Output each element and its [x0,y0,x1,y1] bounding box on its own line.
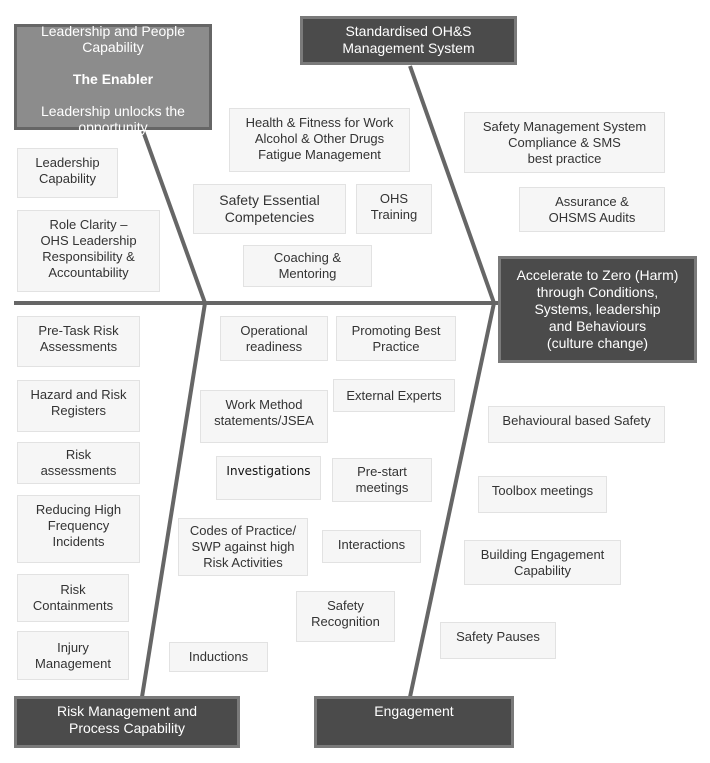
item-health: Health & Fitness for Work Alcohol & Othe… [229,108,410,172]
item-operational: Operational readiness [220,316,328,361]
item-promoting: Promoting Best Practice [336,316,456,361]
leadership-head-title: Leadership and People Capability [40,22,185,55]
item-pre-task: Pre-Task Risk Assessments [17,316,140,367]
item-toolbox: Toolbox meetings [478,476,607,513]
item-behavioural: Behavioural based Safety [488,406,665,443]
leadership-head-subtitle: Leadership unlocks the opportunity [40,102,185,135]
item-reducing: Reducing High Frequency Incidents [17,495,140,563]
item-injury: Injury Management [17,631,129,680]
item-safety-recognition: Safety Recognition [296,591,395,642]
item-external: External Experts [333,379,455,412]
item-interactions: Interactions [322,530,421,563]
item-risk-containments: Risk Containments [17,574,129,622]
item-safety-pauses: Safety Pauses [440,622,556,659]
item-work-method: Work Method statements/JSEA [200,390,328,443]
item-pre-start: Pre-start meetings [332,458,432,502]
item-inductions: Inductions [169,642,268,672]
item-assurance: Assurance & OHSMS Audits [519,187,665,232]
leadership-head-box: Leadership and People Capability The Ena… [14,22,212,135]
leadership-head-enabler: The Enabler [72,70,154,87]
item-building: Building Engagement Capability [464,540,621,585]
item-investigations: Investigations [216,456,321,500]
item-codes: Codes of Practice/ SWP against high Risk… [178,518,308,576]
item-sms: Safety Management System Compliance & SM… [464,112,665,173]
item-coaching: Coaching & Mentoring [243,245,372,287]
bone-risk [140,302,207,698]
goal-head-box: Accelerate to Zero (Harm) through Condit… [498,256,697,363]
engagement-head-box: Engagement [314,696,514,748]
item-safety-essential: Safety Essential Competencies [193,184,346,234]
item-hazard: Hazard and Risk Registers [17,380,140,432]
ohs-system-head-box: Standardised OH&S Management System [300,16,517,65]
item-leadership-capability: Leadership Capability [17,148,118,198]
risk-head-box: Risk Management and Process Capability [14,696,240,748]
item-ohs-training: OHS Training [356,184,432,234]
item-role-clarity: Role Clarity – OHS Leadership Responsibi… [17,210,160,292]
item-risk-assessments: Risk assessments [17,442,140,484]
